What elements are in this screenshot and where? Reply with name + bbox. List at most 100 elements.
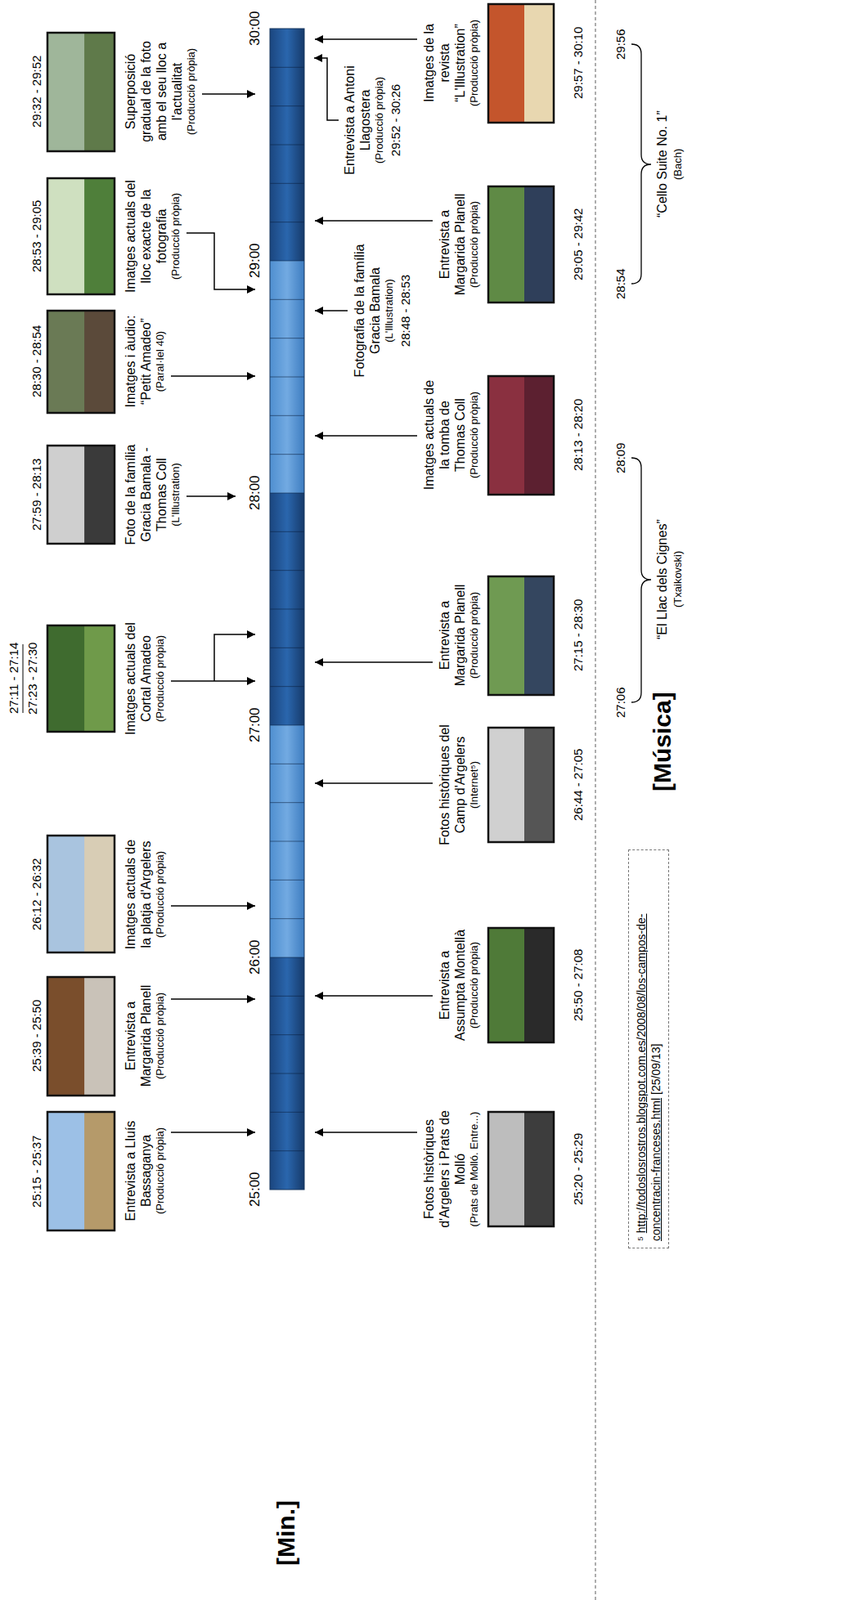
footnote-date: [25/09/13] xyxy=(649,1044,663,1096)
caption-group: Entrevista a Lluís Bassaganya(Producció … xyxy=(122,1114,167,1229)
caption-text: Entrevista a Antoni Llagostera xyxy=(341,58,373,182)
caption-text: Imatges actuals del lloc exacte de la fo… xyxy=(122,175,170,298)
pointer-arrow xyxy=(186,233,256,290)
music-brace xyxy=(631,458,652,703)
time-range: 26:12 - 26:32 xyxy=(29,858,45,931)
caption-text: Superposició gradual de la foto amb el s… xyxy=(122,34,185,149)
timeline-bar xyxy=(269,725,305,958)
minute-tick-label: 26:00 xyxy=(247,939,264,975)
source-note: (Producció pròpia) xyxy=(153,1114,167,1229)
timeline-tick xyxy=(269,841,305,843)
timeline-tick xyxy=(269,686,305,688)
caption-group: Imatges i àudio: “Petit Amadeo”(Paral·le… xyxy=(122,304,167,419)
caption-group: Superposició gradual de la foto amb el s… xyxy=(122,34,198,149)
timeline-tick xyxy=(269,996,305,998)
time-range: 26:44 - 27:05 xyxy=(570,749,586,822)
photo-frame xyxy=(47,32,115,152)
caption-text: Entrevista a Margarida Planell xyxy=(122,979,154,1094)
source-note: (Internet⁵) xyxy=(467,719,481,851)
heading-label: [Música] xyxy=(648,691,677,792)
timeline-tick xyxy=(269,1150,305,1152)
photo-thumbnail xyxy=(524,186,554,303)
pointer-arrow xyxy=(186,495,236,498)
timeline-tick xyxy=(269,763,305,765)
photo-thumbnail xyxy=(84,310,115,414)
timeline-tick xyxy=(269,144,305,146)
photo-thumbnail xyxy=(47,625,115,733)
photo-thumbnail xyxy=(84,1112,115,1231)
source-note: (Producció pròpia) xyxy=(169,175,183,298)
minute-tick-label: 29:00 xyxy=(247,242,264,279)
photo-frame xyxy=(47,977,115,1097)
time-range: 25:20 - 25:29 xyxy=(570,1133,586,1206)
time-range: 25:50 - 27:08 xyxy=(570,949,586,1022)
photo-thumbnail xyxy=(47,1112,115,1231)
pointer-arrow xyxy=(170,998,256,1001)
photo-frame xyxy=(488,186,554,303)
source-note: (Producció pròpia) xyxy=(153,833,167,957)
caption-group: Imatges actuals del Cortal Amadeo(Produc… xyxy=(122,621,167,737)
photo-thumbnail xyxy=(488,4,554,123)
time-range: 28:30 - 28:54 xyxy=(29,325,45,398)
photo-thumbnail xyxy=(47,32,115,152)
photo-thumbnail xyxy=(524,576,554,696)
pointer-arrow xyxy=(314,38,418,41)
caption-text: Imatges i àudio: “Petit Amadeo” xyxy=(122,304,154,419)
separator-line xyxy=(22,644,24,714)
time-range: 27:11 - 27:14 xyxy=(6,642,22,715)
source-note: (Producció pròpia) xyxy=(184,34,198,149)
caption-group: Fotos històriques d'Argelers i Prats de … xyxy=(421,1108,481,1231)
timeline-tick xyxy=(269,493,305,495)
pointer-arrow xyxy=(314,309,348,312)
source-note: (Bach) xyxy=(671,148,685,180)
timeline-tick xyxy=(269,299,305,301)
caption-text: Fotos històriques del Camp d'Argelers xyxy=(436,719,468,851)
pointer-arrow xyxy=(314,1132,418,1134)
timeline-bar xyxy=(269,493,305,726)
caption-text: Imatges de la revista “L'Illustration” xyxy=(421,5,468,121)
source-note: (L'Illustration) xyxy=(382,239,396,383)
timeline-tick xyxy=(269,377,305,378)
caption-text: Imatges actuals de la platja d'Argelers xyxy=(122,833,154,957)
timeline-bar xyxy=(269,260,305,494)
photo-thumbnail xyxy=(488,727,554,843)
timeline-tick xyxy=(269,647,305,649)
timeline-outline xyxy=(269,28,305,1191)
time-range: 25:15 - 25:37 xyxy=(29,1136,45,1209)
caption-text: Imatges actuals del Cortal Amadeo xyxy=(122,621,154,737)
pointer-arrow xyxy=(314,782,433,785)
photo-frame xyxy=(47,445,115,544)
caption-group: Imatges actuals de la tomba de Thomas Co… xyxy=(421,377,481,493)
timeline-tick xyxy=(269,1034,305,1036)
divider-line xyxy=(594,0,596,1600)
photo-thumbnail xyxy=(524,727,554,843)
photo-frame xyxy=(488,376,554,495)
time-range: 28:54 xyxy=(613,268,629,300)
timeline-tick xyxy=(269,880,305,881)
time-range: 27:59 - 28:13 xyxy=(29,458,45,531)
caption-text: Entrevista a Assumpta Montellà xyxy=(436,924,468,1047)
source-note: (L'Illustration) xyxy=(169,440,183,551)
pointer-arrow xyxy=(170,1132,256,1134)
timeline-tick xyxy=(269,221,305,223)
minute-tick-label: 25:00 xyxy=(247,1172,264,1208)
caption-text: Entrevista a Lluís Bassaganya xyxy=(122,1114,154,1229)
source-note: (Producció pròpia) xyxy=(153,979,167,1094)
timeline-tick xyxy=(269,957,305,959)
photo-frame xyxy=(488,928,554,1043)
photo-thumbnail xyxy=(488,376,554,495)
timeline-bar xyxy=(269,28,305,261)
photo-thumbnail xyxy=(84,625,115,733)
caption-group: Imatges actuals de la platja d'Argelers(… xyxy=(122,833,167,957)
caption-group: Imatges de la revista “L'Illustration”(P… xyxy=(421,5,481,121)
photo-thumbnail xyxy=(524,1112,554,1227)
timeline-tick xyxy=(269,337,305,339)
caption-text: Fotografia de la família Gracia Bamala xyxy=(351,239,383,383)
photo-thumbnail xyxy=(488,186,554,303)
time-range: 29:56 xyxy=(613,28,629,60)
caption-text: Entrevista a Margarida Planell xyxy=(436,187,468,302)
footnote-box: ⁵http://todoslosrostros.blogspot.com.es/… xyxy=(628,849,670,1249)
photo-frame xyxy=(47,1112,115,1231)
